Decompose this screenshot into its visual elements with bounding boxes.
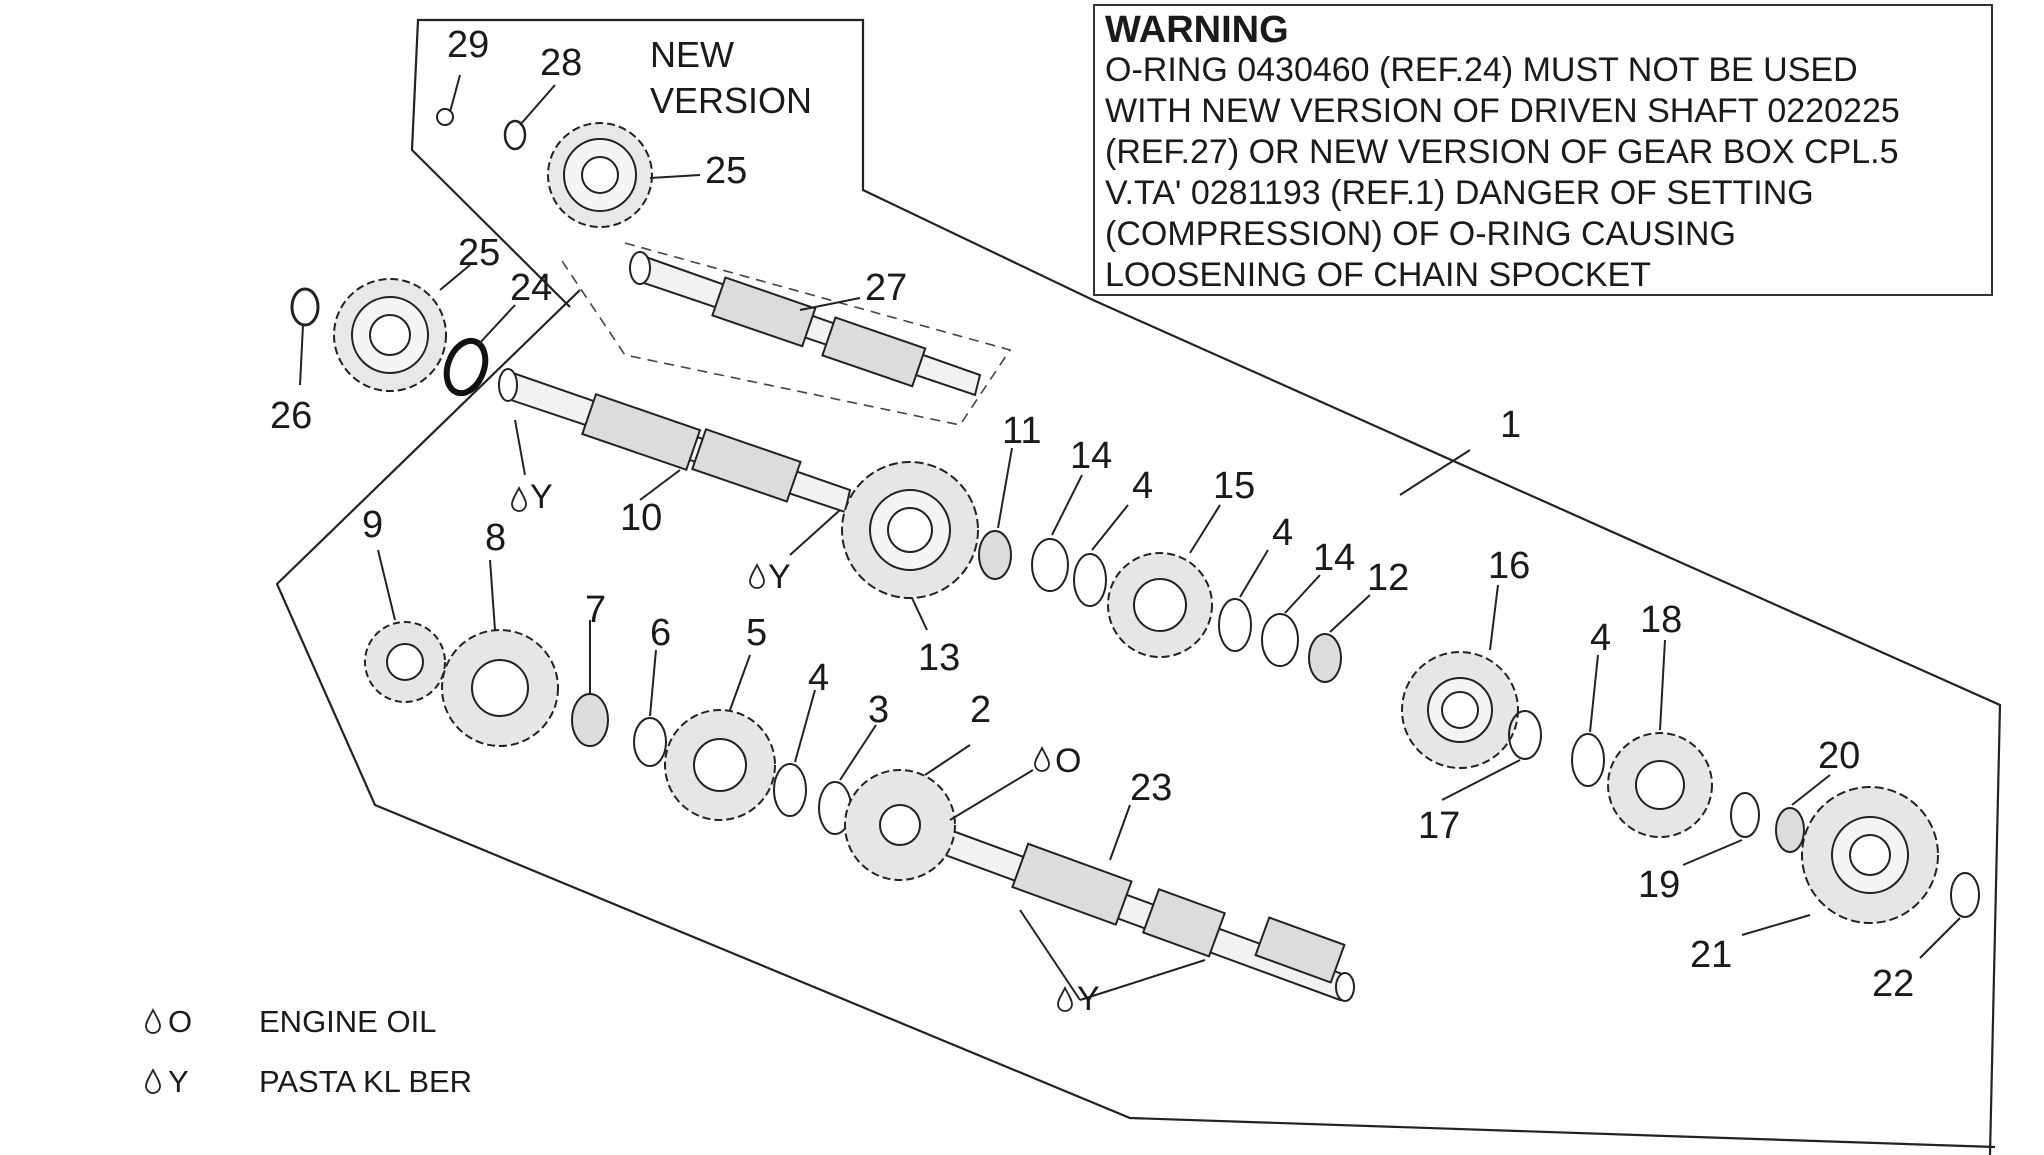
bush-11 xyxy=(978,530,1012,580)
gear-21 xyxy=(1801,786,1939,924)
callout-28: 28 xyxy=(540,42,582,84)
callout-14: 14 xyxy=(1070,435,1112,477)
sprocket xyxy=(333,278,447,392)
warning-title: WARNING xyxy=(1105,9,1289,51)
lube-marker-y-primary: Y xyxy=(511,419,553,516)
callout-2: 2 xyxy=(970,689,991,731)
callout-12: 12 xyxy=(1367,557,1409,599)
legend-label: ENGINE OIL xyxy=(259,1004,437,1039)
warning-line: V.TA' 0281193 (REF.1) DANGER OF SETTING xyxy=(1105,174,1814,212)
callout-19: 19 xyxy=(1638,864,1680,906)
callout-4: 4 xyxy=(1132,465,1153,507)
callout-numbers: 29 28 25 25 24 26 27 10 1 11 14 4 15 4 1… xyxy=(270,24,1914,1005)
callout-16: 16 xyxy=(1488,545,1530,587)
callout-29: 29 xyxy=(447,24,489,66)
legend-engine-oil: O ENGINE OIL xyxy=(140,1004,436,1040)
callout-25: 25 xyxy=(705,150,747,192)
callout-9: 9 xyxy=(362,504,383,546)
callout-6: 6 xyxy=(650,612,671,654)
warning-line: (REF.27) OR NEW VERSION OF GEAR BOX CPL.… xyxy=(1105,133,1899,171)
warning-line: LOOSENING OF CHAIN SPOCKET xyxy=(1105,256,1651,294)
legend-symbol: O xyxy=(168,1004,193,1039)
bush-20 xyxy=(1775,807,1805,853)
callout-8: 8 xyxy=(485,517,506,559)
warning-line: WITH NEW VERSION OF DRIVEN SHAFT 0220225 xyxy=(1105,92,1900,130)
svg-text:Y: Y xyxy=(768,558,791,596)
svg-text:O: O xyxy=(1055,742,1081,780)
ring-4a xyxy=(1073,553,1107,607)
new-version-label: NEW VERSION xyxy=(650,34,812,121)
svg-text:Y: Y xyxy=(1077,980,1100,1018)
ring-6 xyxy=(633,717,667,767)
ring-4d xyxy=(1571,733,1605,787)
callout-15: 15 xyxy=(1213,465,1255,507)
driven-shaft-new-version xyxy=(629,251,982,397)
bush-12 xyxy=(1308,633,1342,683)
callout-4: 4 xyxy=(808,657,829,699)
callout-23: 23 xyxy=(1130,767,1172,809)
ring-4c xyxy=(773,763,807,817)
ring-22 xyxy=(1950,872,1980,918)
callout-4: 4 xyxy=(1272,512,1293,554)
legend-pasta-klber: Y PASTA KL BER xyxy=(140,1064,472,1100)
ring-17 xyxy=(1508,710,1542,760)
warning-line: O-RING 0430460 (REF.24) MUST NOT BE USED xyxy=(1105,51,1858,89)
svg-text:Y: Y xyxy=(530,478,553,516)
washer-28 xyxy=(503,119,527,151)
washer-14a xyxy=(1031,538,1069,592)
gear-18 xyxy=(1607,732,1713,838)
washer-14b xyxy=(1261,613,1299,667)
callout-11: 11 xyxy=(1002,410,1041,452)
callout-10: 10 xyxy=(620,497,662,539)
gear-15 xyxy=(1107,552,1213,658)
callout-13: 13 xyxy=(918,637,960,679)
gear-16 xyxy=(1401,651,1519,769)
gear-2 xyxy=(844,769,956,881)
callout-3: 3 xyxy=(868,689,889,731)
callout-1: 1 xyxy=(1500,404,1521,446)
new-version-outline xyxy=(410,18,2002,1155)
callout-20: 20 xyxy=(1818,735,1860,777)
legend-symbol: Y xyxy=(168,1064,189,1099)
callout-26: 26 xyxy=(270,395,312,437)
callout-25: 25 xyxy=(458,232,500,274)
callout-4: 4 xyxy=(1590,617,1611,659)
sprocket-new-version xyxy=(547,122,653,228)
ring-19 xyxy=(1730,792,1760,838)
circlip xyxy=(290,287,320,327)
gear-8 xyxy=(441,629,559,747)
nut-29 xyxy=(436,108,454,126)
ring-4b xyxy=(1218,598,1252,652)
o-ring xyxy=(443,337,489,397)
warning-line: (COMPRESSION) OF O-RING CAUSING xyxy=(1105,215,1736,253)
callout-21: 21 xyxy=(1690,934,1732,976)
lube-marker-y-secondary: Y xyxy=(1057,980,1100,1018)
callout-22: 22 xyxy=(1872,963,1914,1005)
callout-17: 17 xyxy=(1418,805,1460,847)
gear-5 xyxy=(664,709,776,821)
gear-13 xyxy=(841,461,979,599)
lube-marker-y-gear: Y xyxy=(749,509,841,596)
gear-9 xyxy=(364,621,446,703)
callout-27: 27 xyxy=(865,267,907,309)
callout-7: 7 xyxy=(585,589,606,631)
secondary-shaft xyxy=(943,828,1355,1002)
new-version-dashed-outline xyxy=(559,242,1012,426)
bush-7 xyxy=(571,693,609,747)
callout-24: 24 xyxy=(510,267,552,309)
lube-marker-o: O xyxy=(1034,742,1081,780)
warning-box: WARNING O-RING 0430460 (REF.24) MUST NOT… xyxy=(1093,4,1993,296)
leader-lines xyxy=(299,74,1961,1001)
callout-14: 14 xyxy=(1313,537,1355,579)
callout-18: 18 xyxy=(1640,599,1682,641)
legend-label: PASTA KL BER xyxy=(259,1064,473,1099)
callout-5: 5 xyxy=(746,612,767,654)
gearbox-assembly-outline xyxy=(275,289,1996,1149)
